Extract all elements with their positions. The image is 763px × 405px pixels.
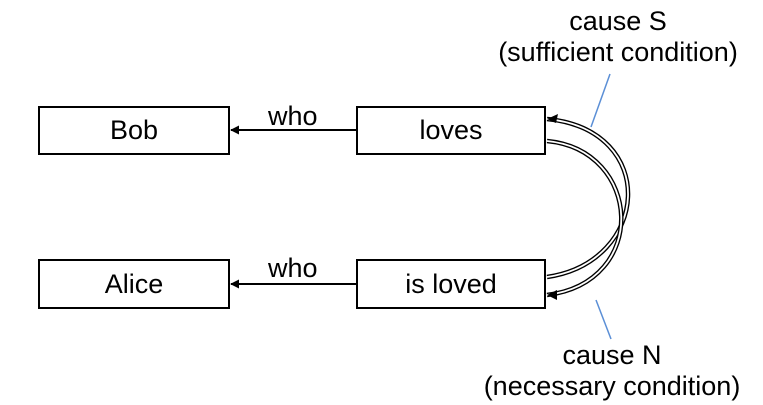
node-loves-label: loves [419,115,483,145]
cause-n-caption: cause N (necessary condition) [464,340,760,402]
edge-label-who-bottom: who [268,253,318,283]
node-alice-label: Alice [104,268,164,299]
cause-n-leader-line [595,299,612,340]
cause-s-subtitle: (sufficient condition) [498,37,738,67]
node-loves: loves [356,106,546,155]
cause-n-curve [546,138,624,298]
node-bob: Bob [38,106,230,155]
cause-s-title: cause S [569,6,667,36]
node-bob-label: Bob [109,115,159,145]
cause-n-arrowhead [547,290,557,300]
cause-n-subtitle: (necessary condition) [483,371,741,401]
cause-s-arrowhead [547,114,558,123]
node-alice: Alice [38,259,230,309]
edge-label-who-top: who [268,101,318,131]
cause-s-caption: cause S (sufficient condition) [478,6,758,68]
cause-n-title: cause N [562,340,662,370]
node-is-loved-label: is loved [405,268,497,299]
cause-s-leader-line [590,73,611,128]
node-is-loved: is loved [356,259,546,309]
